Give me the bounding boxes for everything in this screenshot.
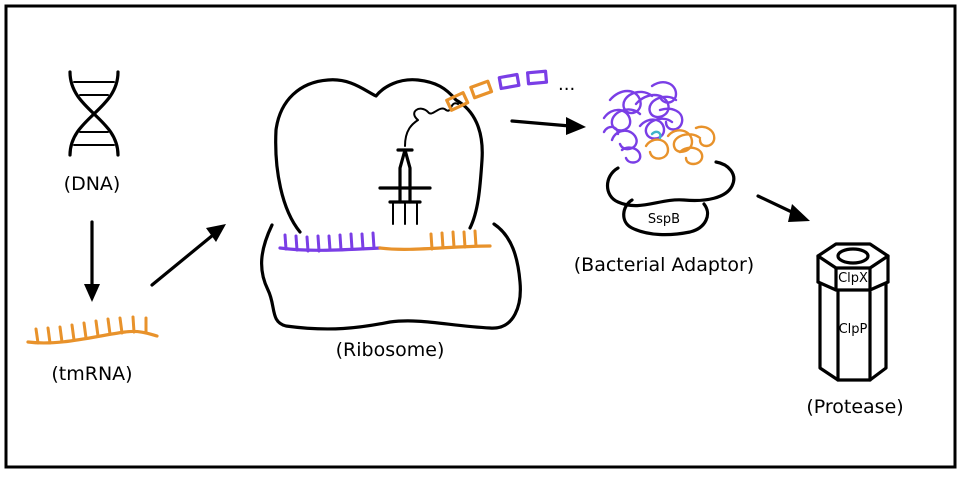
- ribosome-shape: [260, 78, 522, 331]
- ribosome-tmrna-orange: [378, 229, 492, 251]
- clpx-label: ClpX: [838, 271, 868, 286]
- clpp-label: ClpP: [839, 322, 868, 337]
- sspb-adaptor-shape: [605, 160, 736, 237]
- sspb-label: SspB: [648, 212, 680, 227]
- ribosome-label: (Ribosome): [336, 339, 445, 361]
- protease-shape: [816, 242, 890, 382]
- peptide-tag-chain: [445, 69, 549, 112]
- chain-ellipsis: ...: [558, 74, 575, 95]
- arrow-dna-to-tmrna: [84, 220, 100, 302]
- tmrna-label: (tmRNA): [51, 363, 132, 385]
- arrow-tmrna-to-ribosome: [150, 224, 226, 287]
- arrow-adaptor-to-protease: [756, 194, 810, 222]
- dna-helix-icon: [68, 70, 120, 157]
- ribosome-mrna-purple: [278, 231, 382, 253]
- protease-label: (Protease): [806, 396, 903, 418]
- arrow-ribosome-to-adaptor: [510, 117, 586, 135]
- tmrna-strand: [26, 315, 159, 345]
- dna-label: (DNA): [64, 173, 121, 195]
- tagged-protein-icon: [602, 81, 716, 166]
- adaptor-label: (Bacterial Adaptor): [574, 254, 754, 276]
